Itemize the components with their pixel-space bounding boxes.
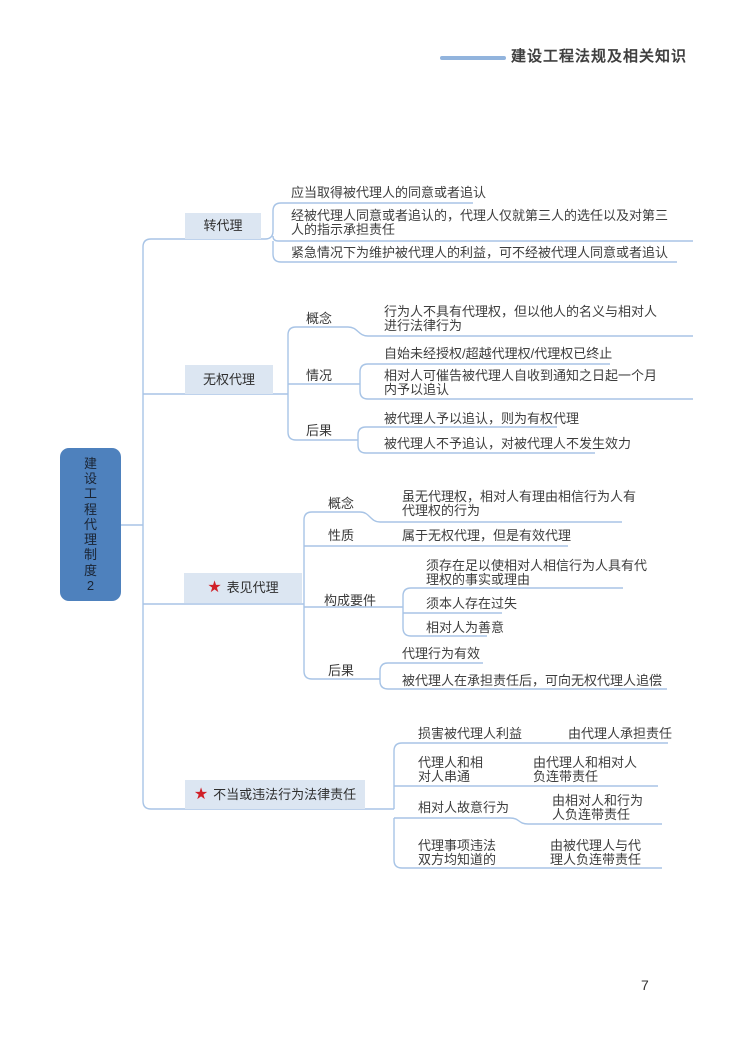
leaf-unauth-situation-2: 相对人可催告被代理人自收到通知之日起一个月 内予以追认 xyxy=(384,368,658,397)
leaf-liability-r4-value: 由被代理人与代 理人负连带责任 xyxy=(550,838,642,867)
label-apparent-nature: 性质 xyxy=(328,528,355,543)
topic-apparent-agency-label: 表见代理 xyxy=(226,580,279,595)
leaf-liability-r1-label: 损害被代理人利益 xyxy=(418,726,523,741)
root-topic-label: 建设工程代理制度2 xyxy=(83,456,97,593)
leaf-liability-r2-label: 代理人和相 对人串通 xyxy=(418,755,484,784)
leaf-subagency-3: 紧急情况下为维护被代理人的利益，可不经被代理人同意或者追认 xyxy=(291,245,669,260)
topic-apparent-agency: ★ 表见代理 xyxy=(184,573,302,603)
leaf-liability-r1-value: 由代理人承担责任 xyxy=(568,726,673,741)
label-unauth-consequence: 后果 xyxy=(306,423,333,438)
label-apparent-consequence: 后果 xyxy=(328,663,355,678)
leaf-apparent-nature-1: 属于无权代理，但是有效代理 xyxy=(402,528,572,543)
label-apparent-concept: 概念 xyxy=(328,496,355,511)
header-title: 建设工程法规及相关知识 xyxy=(510,48,687,65)
topic-liability-label: 不当或违法行为法律责任 xyxy=(213,786,357,802)
leaf-apparent-consequence-2: 被代理人在承担责任后，可向无权代理人追偿 xyxy=(402,673,663,688)
leaf-apparent-elements-2: 须本人存在过失 xyxy=(426,596,518,611)
leaf-subagency-1: 应当取得被代理人的同意或者追认 xyxy=(291,185,487,200)
star-icon: ★ xyxy=(207,579,222,596)
label-unauth-situation: 情况 xyxy=(306,368,333,383)
header-rule xyxy=(440,56,506,60)
leaf-liability-r4-label: 代理事项违法 双方均知道的 xyxy=(418,838,497,867)
root-topic: 建设工程代理制度2 xyxy=(60,448,121,601)
leaf-apparent-consequence-1: 代理行为有效 xyxy=(402,646,481,661)
topic-unauthorized-agency: 无权代理 xyxy=(185,365,273,394)
topic-subagency-label: 转代理 xyxy=(203,218,243,233)
leaf-unauth-concept-1: 行为人不具有代理权，但以他人的名义与相对人 进行法律行为 xyxy=(384,304,658,333)
leaf-apparent-elements-1: 须存在足以使相对人相信行为人具有代 理权的事实或理由 xyxy=(426,558,648,587)
topic-subagency: 转代理 xyxy=(185,213,261,239)
star-icon: ★ xyxy=(193,785,209,803)
leaf-apparent-elements-3: 相对人为善意 xyxy=(426,620,505,635)
leaf-liability-r3-label: 相对人故意行为 xyxy=(418,800,510,815)
leaf-apparent-concept-1: 虽无代理权，相对人有理由相信行为人有 代理权的行为 xyxy=(402,489,637,518)
topic-liability: ★ 不当或违法行为法律责任 xyxy=(185,780,365,809)
leaf-liability-r3-value: 由相对人和行为 人负连带责任 xyxy=(552,793,644,822)
page-number: 7 xyxy=(641,977,649,993)
leaf-subagency-2: 经被代理人同意或者追认的，代理人仅就第三人的选任以及对第三 人的指示承担责任 xyxy=(291,208,669,237)
topic-unauthorized-agency-label: 无权代理 xyxy=(202,371,255,387)
leaf-liability-r2-value: 由代理人和相对人 负连带责任 xyxy=(533,755,638,784)
leaf-unauth-consequence-2: 被代理人不予追认，对被代理人不发生效力 xyxy=(384,436,632,451)
label-apparent-elements: 构成要件 xyxy=(324,593,377,608)
leaf-unauth-situation-1: 自始未经授权/超越代理权/代理权已终止 xyxy=(384,346,613,361)
leaf-unauth-consequence-1: 被代理人予以追认，则为有权代理 xyxy=(384,411,580,426)
label-unauth-concept: 概念 xyxy=(306,311,333,326)
